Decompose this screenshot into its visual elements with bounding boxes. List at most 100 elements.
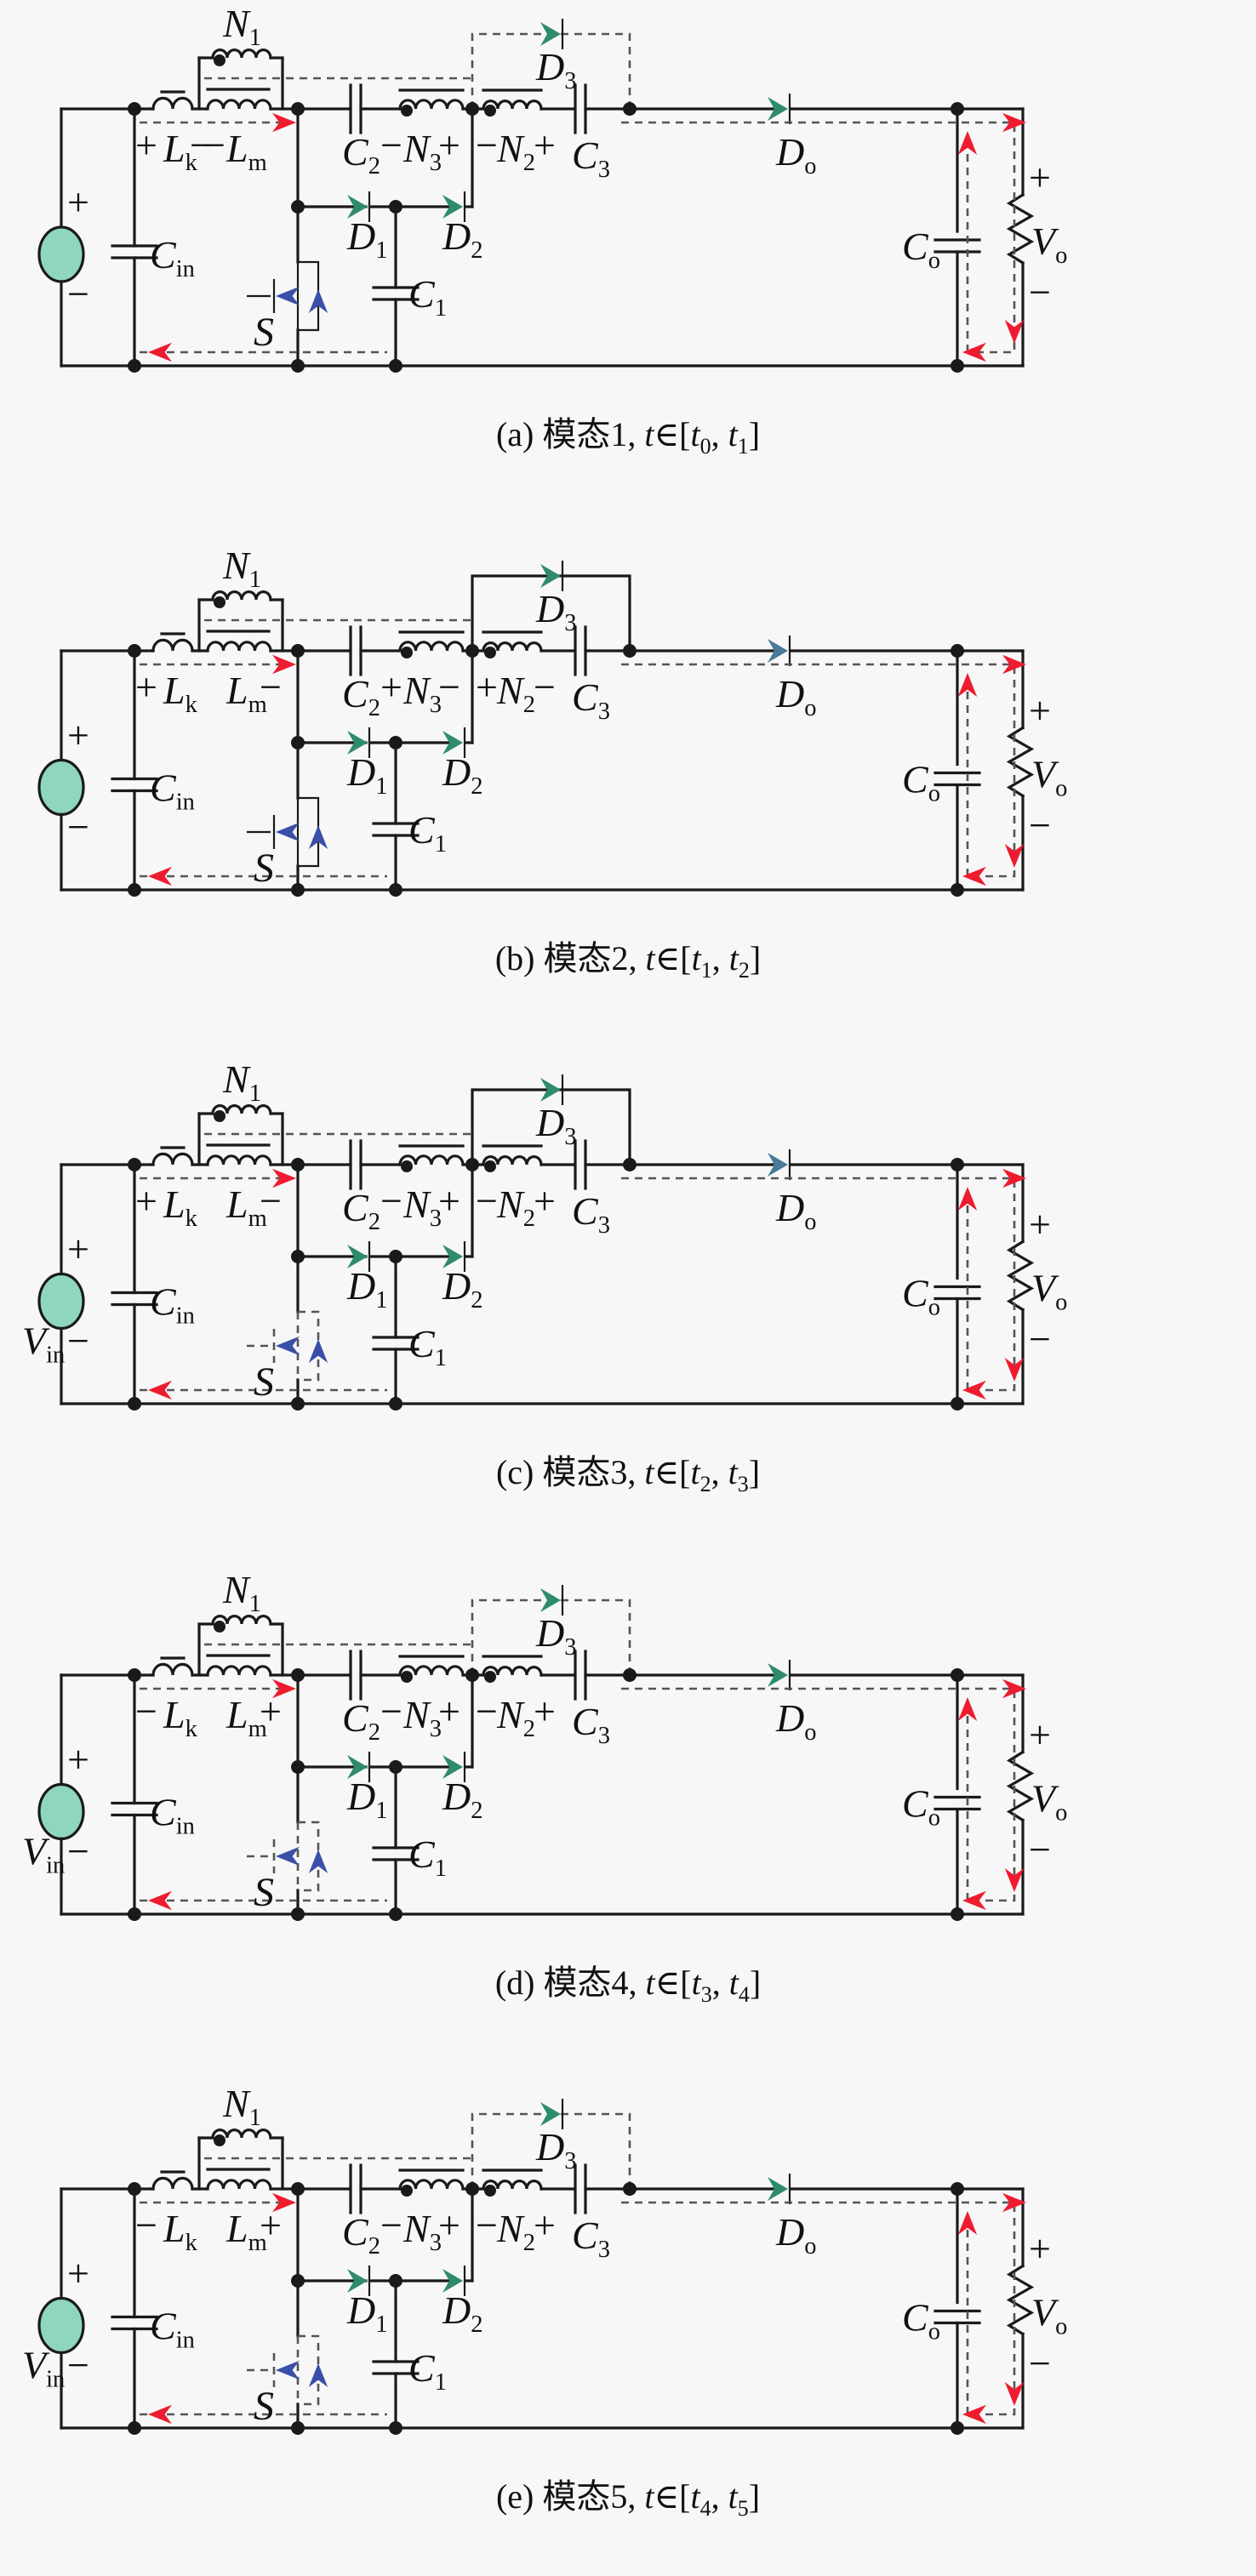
label-C3: C3 (572, 1700, 610, 1749)
Lk-polarity-right: − (190, 123, 212, 167)
current-arrow-icon (148, 2404, 172, 2425)
diode-Do (768, 1660, 791, 1690)
label-D1: D1 (346, 1775, 388, 1824)
Lk-polarity-left: − (135, 2203, 157, 2247)
current-arrow-icon (962, 342, 986, 362)
junction-node (951, 1907, 964, 1921)
diode-D1 (347, 191, 371, 222)
label-D1: D1 (346, 214, 388, 264)
capacitor-C3 (574, 83, 587, 134)
leakage-inductor-Lk (151, 96, 194, 111)
label-C2: C2 (342, 1696, 380, 1746)
polarity-dot-icon (484, 105, 496, 117)
caption-fragment: ] (749, 939, 762, 977)
label-Lk: Lk (163, 1183, 198, 1232)
junction-node (389, 1397, 402, 1411)
junction-node (291, 2182, 305, 2196)
junction-node (951, 1668, 964, 1682)
N3-polarity-left: + (380, 665, 402, 709)
leakage-inductor-Lk (151, 1152, 194, 1166)
caption-fragment: t (645, 1963, 655, 2002)
current-arrow-icon (272, 2192, 296, 2213)
winding-N1 (211, 1615, 272, 1633)
caption-fragment: , (711, 2477, 728, 2516)
diode-D3 (540, 2099, 564, 2129)
winding-N3 (398, 2179, 465, 2197)
polarity-dot-icon (484, 2185, 496, 2197)
Vo-plus-sign: + (1029, 1713, 1051, 1757)
current-arrow-icon (957, 2211, 978, 2235)
diode-Do (768, 1149, 791, 1180)
Vin-minus-sign: − (67, 2344, 89, 2387)
junction-node (465, 102, 479, 116)
current-arrow-icon (962, 1890, 986, 1911)
label-Cin: Cin (150, 233, 195, 282)
N2-polarity-right: + (534, 1179, 556, 1222)
Lm-polarity-left: − (203, 123, 226, 167)
junction-node (291, 736, 305, 749)
N3-polarity-left: − (380, 2203, 402, 2247)
junction-node (291, 2274, 305, 2288)
junction-node (623, 644, 637, 658)
junction-node (291, 200, 305, 214)
diode-D2 (442, 2265, 466, 2296)
caption-fragment: ∈[ (654, 415, 691, 453)
label-D3: D3 (535, 587, 577, 636)
label-Co: Co (902, 2296, 940, 2345)
junction-node (128, 2182, 141, 2196)
polarity-dot-icon (484, 1160, 496, 1172)
capacitor-Co (933, 238, 981, 254)
diode-triangle-icon (347, 195, 368, 219)
label-D3: D3 (535, 2125, 577, 2174)
diode-triangle-icon (540, 2102, 561, 2126)
current-path (621, 121, 1016, 354)
diode-triangle-icon (347, 1245, 368, 1268)
caption-fragment: t (691, 1963, 701, 2002)
junction-node (951, 1397, 964, 1411)
mosfet-channel-arrow-icon (276, 1846, 300, 1866)
caption-fragment: ] (748, 415, 761, 453)
diode-triangle-icon (347, 1755, 368, 1779)
caption-fragment: t (690, 1453, 700, 1491)
diode-triangle-icon (768, 1663, 788, 1687)
winding-N3 (398, 1154, 465, 1172)
label-N3: N3 (402, 127, 442, 176)
label-C2: C2 (342, 2210, 380, 2260)
junction-node (465, 644, 479, 658)
label-C1: C1 (408, 272, 447, 322)
N2-polarity-left: − (476, 2203, 498, 2247)
label-Lk: Lk (163, 1693, 198, 1742)
caption-fragment: (a) 模态1, (495, 415, 645, 453)
junction-node (389, 883, 402, 897)
diode-triangle-icon (540, 564, 561, 588)
current-path (621, 1177, 1016, 1392)
junction-node (128, 1668, 141, 1682)
caption-fragment: t (728, 1963, 739, 2002)
label-D1: D1 (346, 750, 388, 800)
caption-fragment: t (728, 939, 739, 977)
polarity-dot-icon (484, 647, 496, 658)
Lm-polarity-right: − (260, 1179, 282, 1222)
polarity-dot-icon (401, 2185, 413, 2197)
label-Lk: Lk (163, 2207, 198, 2256)
diode-triangle-icon (540, 1078, 561, 1102)
current-path (621, 2201, 1016, 2416)
winding-N1 (211, 2129, 272, 2146)
junction-node (291, 1907, 305, 1921)
Lm-polarity-right: − (260, 665, 282, 709)
mosfet-channel-arrow-icon (276, 822, 300, 842)
mosfet-body-diode-branch (298, 1821, 320, 1892)
junction-node (389, 1250, 402, 1263)
junction-node (465, 2182, 479, 2196)
diode-triangle-icon (347, 2269, 368, 2293)
label-D2: D2 (442, 214, 483, 264)
magnetizing-inductor-Lm (206, 641, 272, 653)
diode-D2 (442, 1752, 466, 1782)
polarity-dot-icon (401, 1671, 413, 1683)
label-D3: D3 (535, 45, 577, 94)
current-arrow-icon (1002, 1168, 1026, 1188)
label-Lk: Lk (163, 127, 198, 176)
junction-node (465, 1668, 479, 1682)
